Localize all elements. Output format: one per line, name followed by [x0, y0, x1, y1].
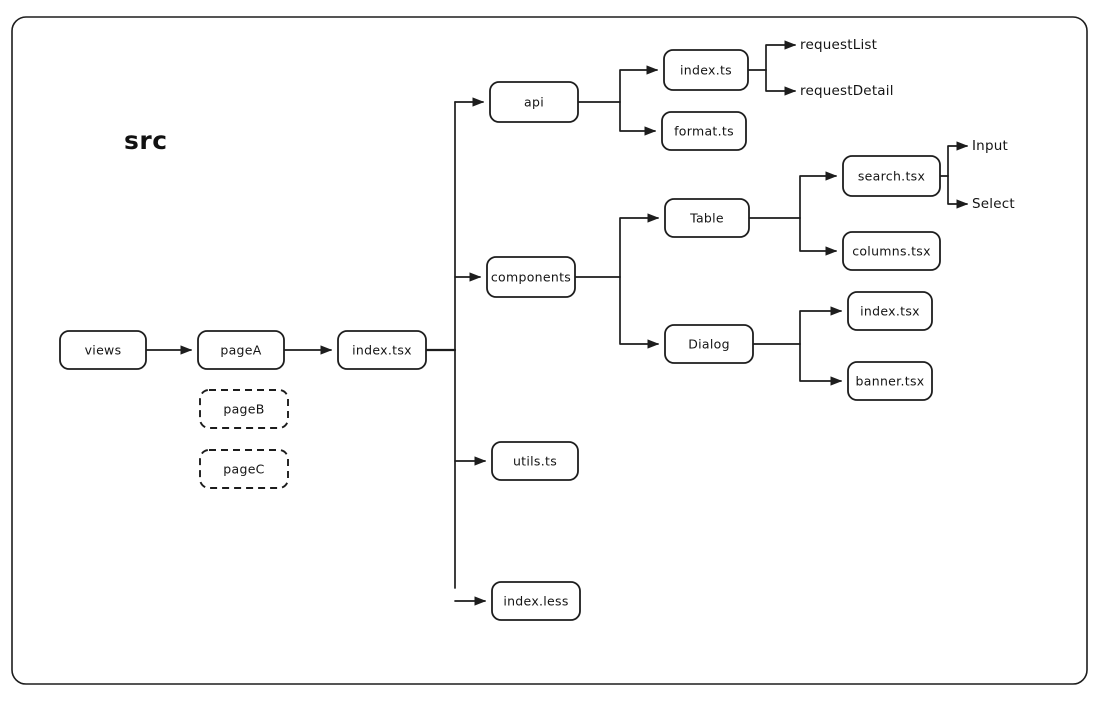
node-api[interactable]: api: [489, 81, 579, 123]
edge-indexts-to-requestlist: [765, 40, 797, 71]
edge-api-to-indexts: [619, 65, 659, 103]
node-label-index_tsx: index.tsx: [352, 343, 412, 358]
diagram-frame: [11, 16, 1088, 685]
node-label-views: views: [85, 343, 122, 358]
node-label-dialog: Dialog: [688, 337, 730, 352]
node-box-components[interactable]: [486, 256, 576, 298]
node-pageB[interactable]: pageB: [199, 389, 289, 429]
edge-table-to-search: [799, 171, 838, 219]
node-label-utils_ts: utils.ts: [513, 454, 557, 469]
node-label-format_ts: format.ts: [674, 124, 734, 139]
node-box-dlg_index[interactable]: [847, 291, 933, 331]
node-format_ts[interactable]: format.ts: [661, 111, 747, 151]
node-banner_tsx[interactable]: banner.tsx: [847, 361, 933, 401]
node-label-search_tsx: search.tsx: [858, 169, 925, 184]
node-box-api[interactable]: [489, 81, 579, 123]
edge-dialog-to-index: [799, 306, 843, 345]
node-label-pageB: pageB: [223, 402, 264, 417]
node-box-index_less[interactable]: [491, 581, 581, 621]
node-box-search_tsx[interactable]: [842, 155, 941, 197]
node-box-api_index_ts[interactable]: [663, 49, 749, 91]
node-label-banner_tsx: banner.tsx: [856, 374, 925, 389]
node-box-index_tsx[interactable]: [337, 330, 427, 370]
node-box-views[interactable]: [59, 330, 147, 370]
edges-layer: [145, 40, 969, 606]
edge-search-to-select: [947, 175, 969, 209]
node-label-table: Table: [689, 211, 724, 226]
node-label-index_less: index.less: [503, 594, 568, 609]
nodes-layer: views pageA pageB pageC index.tsx api componen…: [59, 49, 941, 621]
node-views[interactable]: views: [59, 330, 147, 370]
page-title: src: [124, 126, 168, 155]
edge-indexts-to-requestdetail: [765, 69, 797, 96]
node-index_tsx[interactable]: index.tsx: [337, 330, 427, 370]
node-dlg_index[interactable]: index.tsx: [847, 291, 933, 331]
node-components[interactable]: components: [486, 256, 576, 298]
edge-api-to-formatts: [619, 101, 657, 136]
edge-table-to-columns: [799, 217, 838, 256]
node-label-dlg_index: index.tsx: [860, 304, 920, 319]
node-columns_tsx[interactable]: columns.tsx: [842, 231, 941, 271]
node-label-columns_tsx: columns.tsx: [852, 244, 931, 259]
node-search_tsx[interactable]: search.tsx: [842, 155, 941, 197]
node-box-dialog[interactable]: [664, 324, 754, 364]
node-utils_ts[interactable]: utils.ts: [491, 441, 579, 481]
edge-components-to-table: [619, 213, 660, 278]
node-label-pageC: pageC: [223, 462, 264, 477]
edge-dialog-to-banner: [799, 343, 843, 386]
node-api_index_ts[interactable]: index.ts: [663, 49, 749, 91]
leaf-label-select: Select: [972, 196, 1015, 212]
node-label-api: api: [524, 95, 544, 110]
node-dialog[interactable]: Dialog: [664, 324, 754, 364]
node-box-pageB[interactable]: [199, 389, 289, 429]
node-label-components: components: [491, 270, 571, 285]
node-pageA[interactable]: pageA: [197, 330, 285, 370]
node-index_less[interactable]: index.less: [491, 581, 581, 621]
node-box-pageA[interactable]: [197, 330, 285, 370]
node-table[interactable]: Table: [664, 198, 750, 238]
node-box-pageC[interactable]: [199, 449, 289, 489]
node-box-banner_tsx[interactable]: [847, 361, 933, 401]
node-box-columns_tsx[interactable]: [842, 231, 941, 271]
node-pageC[interactable]: pageC: [199, 449, 289, 489]
edge-components-to-dialog: [619, 276, 660, 349]
edge-search-to-input: [947, 141, 969, 177]
leaf-label-requestDetail: requestDetail: [800, 83, 894, 99]
node-box-format_ts[interactable]: [661, 111, 747, 151]
node-label-api_index_ts: index.ts: [680, 63, 732, 78]
node-box-utils_ts[interactable]: [491, 441, 579, 481]
leaf-label-input: Input: [972, 138, 1008, 154]
node-box-table[interactable]: [664, 198, 750, 238]
node-label-pageA: pageA: [220, 343, 261, 358]
leaf-label-requestList: requestList: [800, 37, 877, 53]
